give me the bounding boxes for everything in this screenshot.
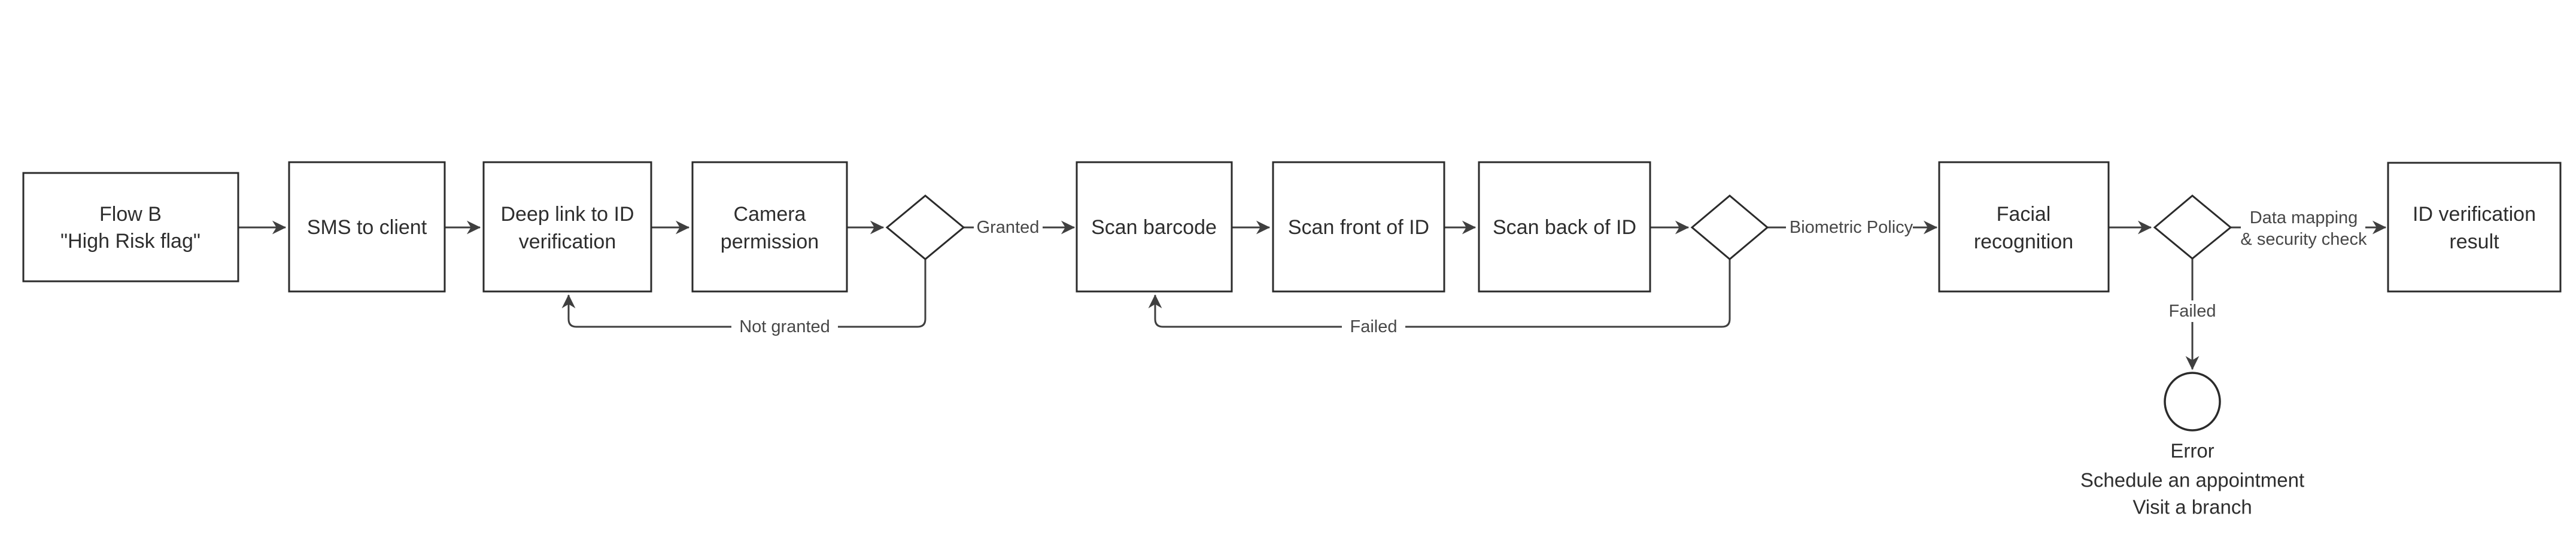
terminal-error-circle	[2164, 372, 2221, 432]
loop-failed-path	[1148, 259, 1731, 328]
edge-biometric-label: Biometric Policy	[1790, 218, 1913, 237]
loop-notgranted-label-mask	[731, 317, 838, 337]
loop-failed-label: Failed	[1350, 317, 1398, 336]
node-sms-to-client-label: SMS to client	[307, 216, 427, 239]
node-facial-recognition-label-line1: Facial	[1997, 203, 2051, 226]
node-scan-barcode	[1076, 161, 1233, 293]
decision-facial-diamond	[2153, 195, 2232, 260]
node-deep-link-label-line2: verification	[519, 230, 616, 253]
decision-camera-permission-diamond	[885, 195, 965, 260]
node-id-verification-result-label-line1: ID verification	[2413, 203, 2536, 226]
node-scan-front-label: Scan front of ID	[1288, 216, 1429, 239]
node-scan-back-label: Scan back of ID	[1493, 216, 1636, 239]
edge-granted-label: Granted	[977, 218, 1040, 237]
edge-failed-down-label-mask	[2165, 300, 2220, 322]
node-scan-barcode-label: Scan barcode	[1091, 216, 1217, 239]
terminal-caption-line1: Error	[2170, 440, 2214, 462]
loop-notgranted-label: Not granted	[739, 317, 830, 336]
terminal-caption-line2: Schedule an appointment	[2080, 469, 2304, 491]
node-camera-permission	[691, 161, 848, 293]
node-flow-b	[22, 172, 239, 282]
node-scan-back	[1478, 161, 1651, 293]
node-id-verification-result-label-line2: result	[2449, 230, 2499, 253]
node-deep-link-label-line1: Deep link to ID	[501, 203, 634, 226]
node-deep-link	[482, 161, 652, 293]
node-facial-recognition	[1938, 161, 2110, 293]
edge-datamapping-label-line2: & security check	[2240, 230, 2367, 249]
node-sms-to-client	[288, 161, 446, 293]
node-scan-front	[1272, 161, 1445, 293]
node-camera-permission-label-line1: Camera	[734, 203, 806, 226]
node-camera-permission-label-line2: permission	[721, 230, 819, 253]
edge-failed-down-label: Failed	[2169, 302, 2216, 321]
node-facial-recognition-label-line2: recognition	[1974, 230, 2073, 253]
decision-scan-diamond	[1690, 195, 1769, 260]
terminal-caption-line3: Visit a branch	[2133, 496, 2252, 518]
loop-failed-label-mask	[1342, 317, 1405, 337]
node-id-verification-result	[2387, 162, 2562, 293]
node-flow-b-label-line2: "High Risk flag"	[60, 230, 201, 253]
node-flow-b-label-line1: Flow B	[99, 203, 162, 226]
edge-datamapping-label-line1: Data mapping	[2250, 208, 2358, 227]
